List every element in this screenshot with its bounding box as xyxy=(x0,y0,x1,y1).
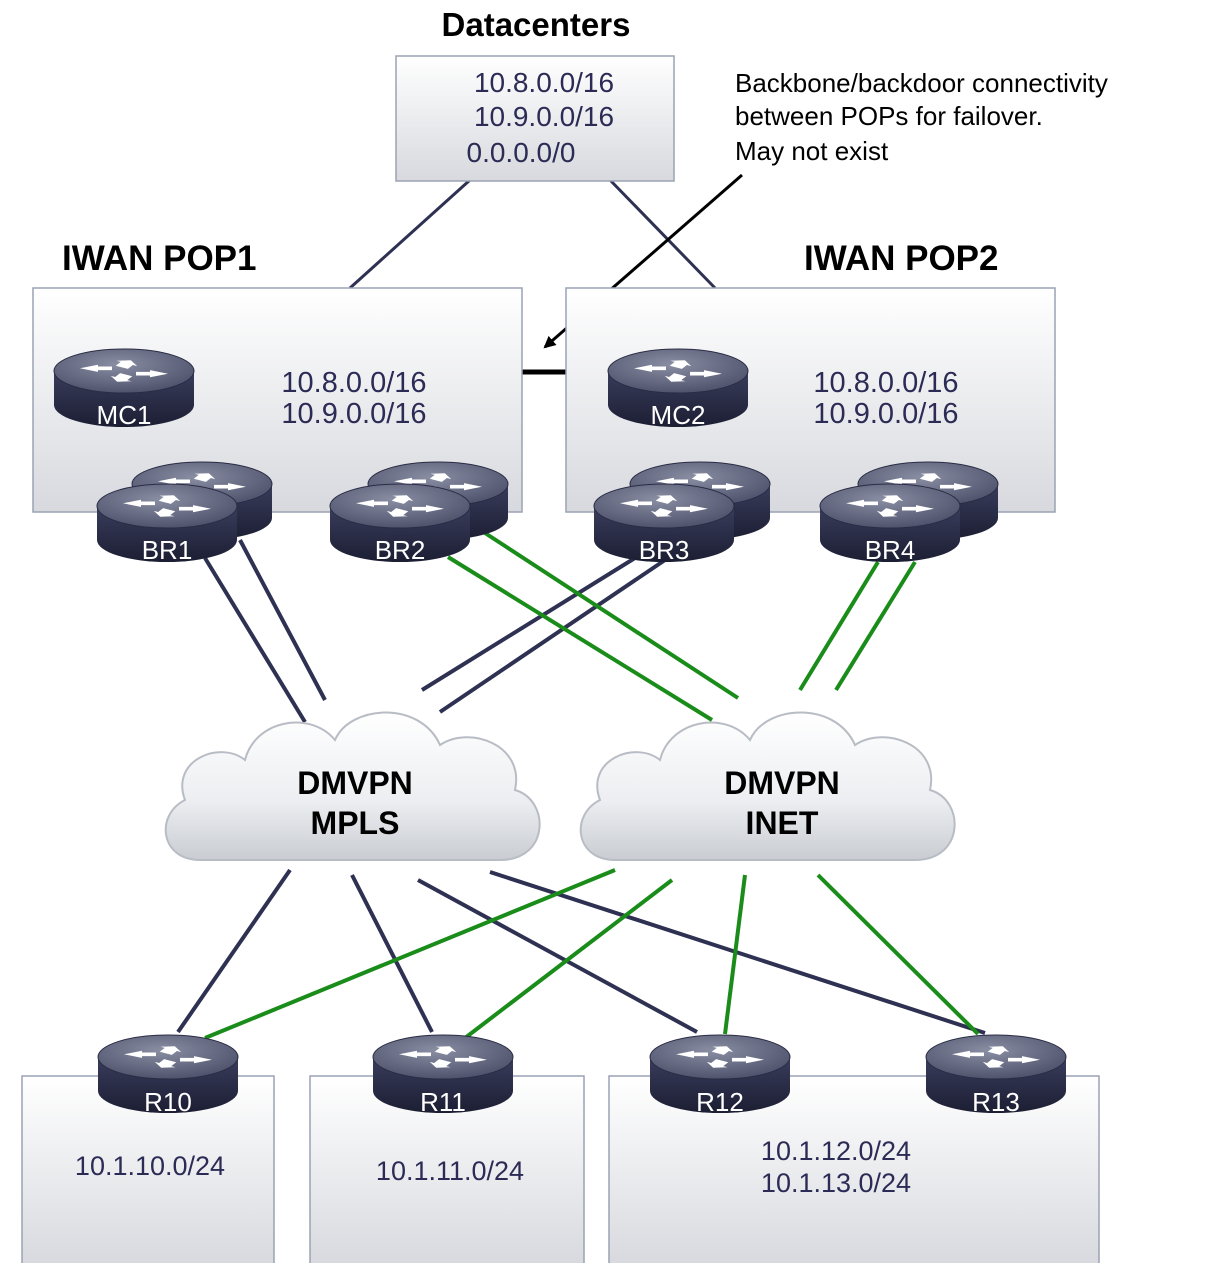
link-datacenter-pop2 xyxy=(608,178,717,290)
dmvpn-inet-cloud: DMVPN INET xyxy=(579,711,956,861)
annotation-line-3: May not exist xyxy=(735,136,889,166)
datacenters-title: Datacenters xyxy=(442,6,631,43)
link-br3-mpls-b xyxy=(438,558,667,714)
pop1-prefix-2: 10.9.0.0/16 xyxy=(281,398,426,430)
pop1-prefix-1: 10.8.0.0/16 xyxy=(281,367,426,399)
datacenters-box xyxy=(395,55,675,182)
backdoor-annotation: Backbone/backdoor connectivity between P… xyxy=(543,68,1108,349)
link-inet-r11 xyxy=(463,878,674,1040)
mpls-cloud-line-2: MPLS xyxy=(311,805,400,841)
branch-r12-prefix-2: 10.1.13.0/24 xyxy=(761,1168,911,1198)
br2-label: BR2 xyxy=(375,535,426,565)
branch-r10-prefix: 10.1.10.0/24 xyxy=(75,1151,225,1181)
link-mpls-r10 xyxy=(176,868,292,1034)
link-br2-inet-b xyxy=(483,531,740,700)
links xyxy=(176,178,986,1040)
inet-cloud-line-2: INET xyxy=(746,805,819,841)
branch-r12-r13: 10.1.12.0/24 10.1.13.0/24 R12 R13 xyxy=(608,1035,1100,1263)
pop2-prefix-1: 10.8.0.0/16 xyxy=(813,367,958,399)
pop1-title: IWAN POP1 xyxy=(62,239,256,278)
r11-label: R11 xyxy=(420,1087,466,1117)
dmvpn-mpls-cloud: DMVPN MPLS xyxy=(164,711,541,861)
mc2-label: MC2 xyxy=(651,400,706,430)
link-inet-r10 xyxy=(204,868,616,1040)
pop2-prefix-2: 10.9.0.0/16 xyxy=(813,398,958,430)
r13-label: R13 xyxy=(972,1087,1020,1117)
branch-r11: 10.1.11.0/24 R11 xyxy=(309,1035,585,1263)
link-mpls-r12 xyxy=(417,878,698,1034)
r12-label: R12 xyxy=(696,1087,744,1117)
mpls-cloud-line-1: DMVPN xyxy=(297,765,413,801)
link-br1-mpls-b xyxy=(238,539,327,701)
br3-label: BR3 xyxy=(639,535,690,565)
iwan-pop1: IWAN POP1 10.8.0.0/16 10.9.0.0/16 MC1 BR… xyxy=(32,239,523,565)
branch-r11-prefix: 10.1.11.0/24 xyxy=(376,1156,524,1186)
datacenters-site: Datacenters 10.8.0.0/16 10.9.0.0/16 0.0.… xyxy=(395,6,675,182)
inet-cloud-line-1: DMVPN xyxy=(724,765,840,801)
link-br2-inet-a xyxy=(446,555,714,722)
br4-label: BR4 xyxy=(865,535,916,565)
link-br1-mpls-a xyxy=(203,556,307,724)
link-br4-inet-a xyxy=(798,560,880,692)
link-mpls-r11 xyxy=(350,874,434,1033)
link-br3-mpls-a xyxy=(420,556,637,692)
mc1-label: MC1 xyxy=(97,400,152,430)
r10-label: R10 xyxy=(144,1087,192,1117)
iwan-pop2: IWAN POP2 10.8.0.0/16 10.9.0.0/16 MC2 BR… xyxy=(565,239,1056,565)
datacenters-prefix-1: 10.8.0.0/16 xyxy=(474,67,614,98)
branch-r10: 10.1.10.0/24 R10 xyxy=(21,1035,275,1263)
annotation-line-1: Backbone/backdoor connectivity xyxy=(735,68,1108,98)
datacenters-prefix-2: 10.9.0.0/16 xyxy=(474,101,614,132)
branch-r12-prefix-1: 10.1.12.0/24 xyxy=(761,1136,911,1166)
datacenters-prefix-3: 0.0.0.0/0 xyxy=(467,137,576,168)
annotation-line-2: between POPs for failover. xyxy=(735,101,1043,131)
link-mpls-r13 xyxy=(489,870,986,1035)
link-br4-inet-b xyxy=(834,560,917,692)
link-inet-r13 xyxy=(816,873,980,1036)
pop2-title: IWAN POP2 xyxy=(804,239,998,278)
link-inet-r12 xyxy=(723,874,747,1035)
link-datacenter-pop1 xyxy=(348,178,472,290)
br1-label: BR1 xyxy=(142,535,193,565)
